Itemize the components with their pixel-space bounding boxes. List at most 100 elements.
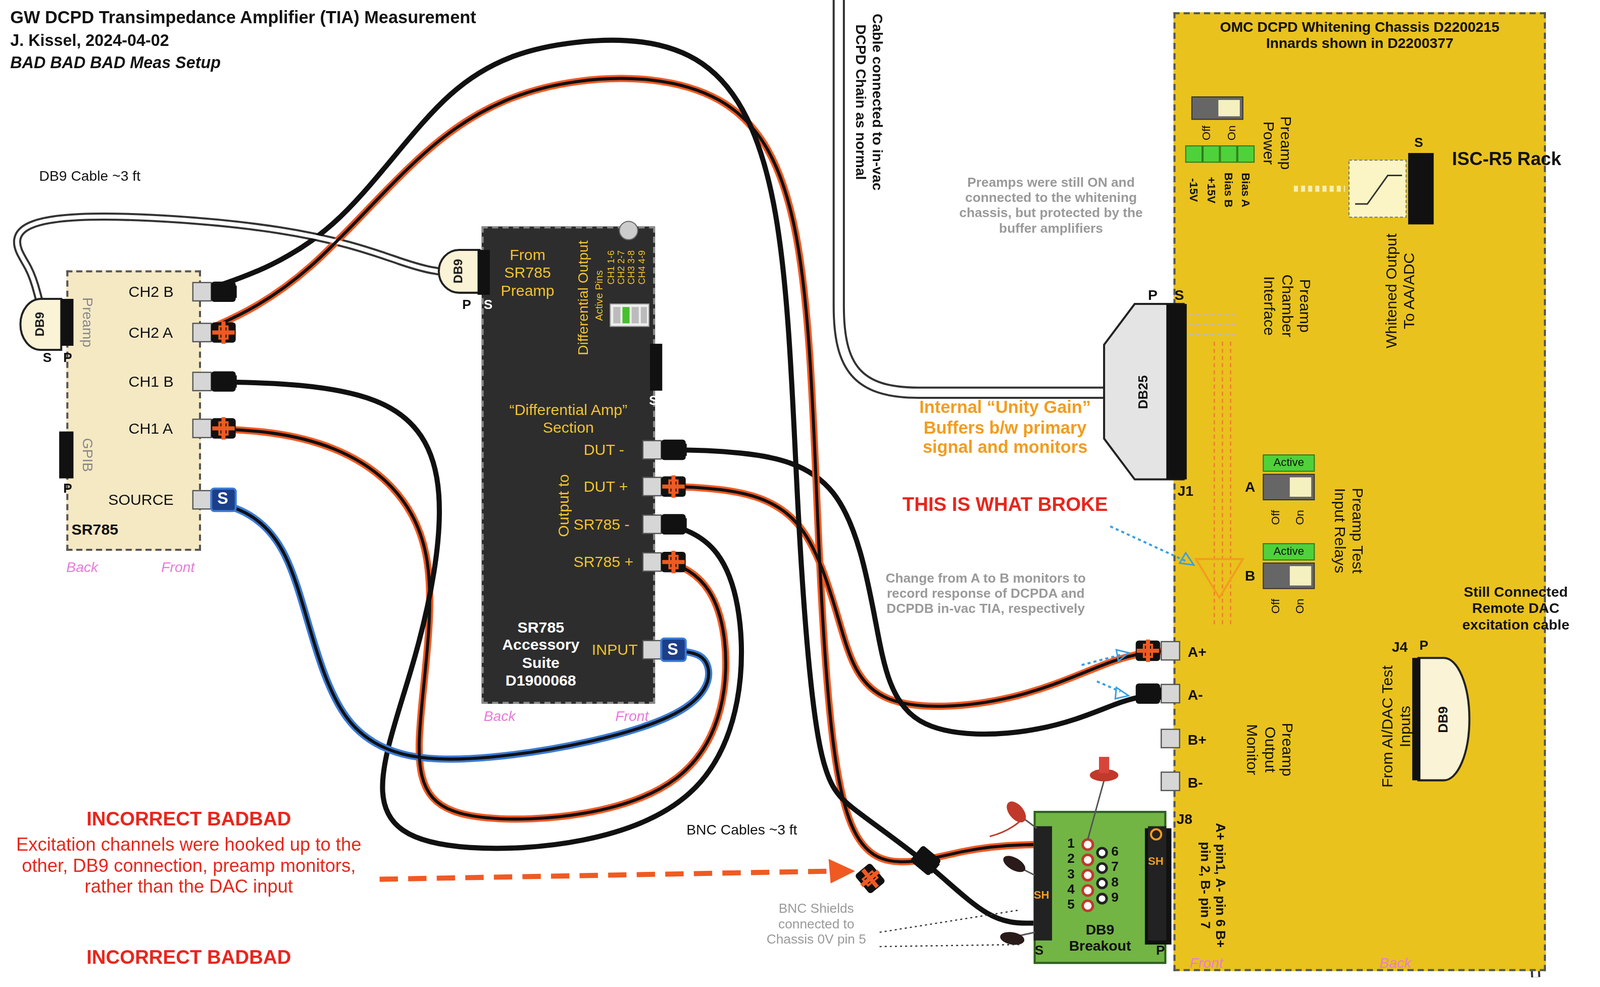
dip-key: [613, 307, 621, 324]
label: A+: [1187, 643, 1219, 661]
label: Cable connected to in-vac DCPD Chain as …: [853, 5, 886, 199]
led: [1203, 145, 1220, 163]
label: 6: [1111, 844, 1122, 861]
led: [1185, 145, 1203, 163]
label: SR785 +: [573, 553, 641, 571]
label: 4: [1067, 882, 1078, 898]
label: INPUT: [591, 640, 641, 659]
bnc-plug: [661, 551, 686, 574]
label: DUT -: [583, 440, 640, 459]
bnc-port: [642, 440, 662, 460]
node-text: DB9 Breakout: [1059, 921, 1141, 955]
db9-connector: DB9: [20, 298, 62, 350]
label: Active Pins: [592, 260, 605, 332]
db25-connector: DB25: [1104, 304, 1184, 480]
sma-plug: [211, 488, 236, 512]
relay-switch-key: [1289, 566, 1312, 586]
label: 8: [1111, 875, 1122, 891]
relay-switch: [1263, 563, 1315, 589]
label: Preamp Test Input Relays: [1331, 479, 1367, 582]
callout-arrow: [379, 871, 835, 880]
label: Preamp: [79, 291, 96, 354]
label: INCORRECT BADBAD: [10, 946, 368, 970]
dip-key: [631, 307, 639, 324]
internal-trace: [1188, 314, 1235, 335]
label: Bias B: [1222, 165, 1236, 215]
bnc-port: [642, 477, 662, 496]
push-pin: [1003, 798, 1037, 829]
label: J. Kissel, 2024-04-02: [10, 31, 439, 51]
bnc-port: [1161, 729, 1180, 748]
power-switch: [1191, 96, 1243, 120]
label: A+ pin1, A- pin 6 B+ pin 2, B- pin 7: [1196, 819, 1228, 953]
bnc-port: [1161, 772, 1180, 791]
bnc-plug: [1135, 683, 1162, 705]
label: From SR785 Preamp: [491, 245, 564, 299]
label: Preamp Output Monitor: [1243, 714, 1297, 786]
label: Preamp Power: [1260, 112, 1296, 174]
bnc-port: [1161, 684, 1180, 704]
bnc-plug: [211, 417, 236, 440]
db9-connector-bar: [477, 250, 490, 295]
connector-shell: [438, 250, 480, 293]
label: ISC-R5 Rack: [1452, 148, 1595, 171]
label: A-: [1187, 686, 1219, 704]
cable-core: [201, 78, 1034, 863]
pigtail-wire: [989, 816, 1026, 837]
label: Change from A to B monitors to record re…: [883, 571, 1088, 618]
label: BNC Cables ~3 ft: [685, 821, 798, 838]
label: On: [1225, 117, 1239, 148]
internal-trace: [1214, 341, 1231, 628]
label: S: [483, 297, 496, 314]
title: GW DCPD Transimpedance Amplifier (TIA) M…: [10, 8, 541, 28]
label: Back: [1379, 955, 1431, 972]
leader-arrow: [1081, 655, 1121, 666]
output-connector-bar: [1408, 153, 1434, 225]
label: CH3 3-8: [626, 241, 637, 293]
callout-arrowhead: [828, 859, 856, 884]
node-text: SR785: [71, 520, 154, 538]
label: S: [1034, 943, 1047, 960]
label: Preamps were still ON and connected to t…: [948, 175, 1154, 237]
cable: [655, 486, 1174, 707]
label: Off: [1269, 503, 1283, 532]
whitening-filter: [1348, 160, 1407, 218]
label: 1: [1067, 836, 1078, 853]
label: P: [1156, 943, 1169, 960]
label: CH2 2-7: [616, 241, 627, 293]
label: Active: [1263, 456, 1315, 470]
label: J1: [1177, 482, 1203, 500]
label: B-: [1187, 774, 1219, 791]
leader-arrow: [1110, 526, 1186, 562]
relay-active-led: [1263, 455, 1315, 472]
db9-connector: DB9: [1418, 658, 1470, 781]
label: CH4 4-9: [636, 241, 647, 293]
relay-switch-key: [1289, 477, 1312, 497]
node-text: DB9: [1436, 698, 1452, 740]
bnc-port: [192, 372, 212, 391]
node-text: DB9: [33, 304, 48, 345]
label: P: [1419, 638, 1432, 655]
internal-trace: [1293, 185, 1345, 192]
node-text: DB25: [1136, 361, 1152, 423]
label: SH: [1033, 888, 1053, 903]
cable-core: [655, 486, 1174, 707]
breakout-bar: [1033, 826, 1053, 941]
label: J4: [1391, 638, 1417, 656]
label: P: [1147, 286, 1161, 304]
dip-key: [640, 307, 647, 324]
label: Differential Output: [574, 231, 591, 365]
push-pin: [998, 930, 1035, 947]
bnc-plug: [661, 475, 686, 498]
knob: [619, 221, 638, 240]
dip-switch: [610, 304, 649, 327]
label: BAD BAD BAD Meas Setup: [10, 54, 439, 73]
bnc-plug: [211, 371, 237, 392]
label: S: [1414, 135, 1427, 152]
led: [1237, 145, 1255, 163]
connector-shell: [1418, 658, 1470, 781]
leader-arrowhead: [1179, 553, 1194, 566]
preamp-connector-bar: [61, 298, 74, 346]
label: P: [63, 351, 76, 367]
node-text: DB9: [452, 251, 467, 292]
